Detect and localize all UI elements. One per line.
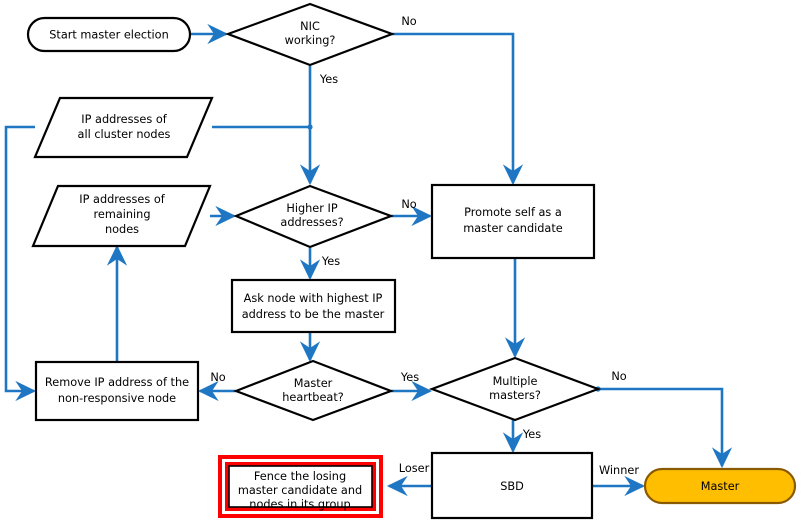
- node-nic-working[interactable]: NIC working?: [224, 2, 396, 67]
- sbd-label: SBD: [500, 480, 524, 493]
- remaining-nodes-line3: nodes: [105, 223, 139, 236]
- master-heartbeat-line1: Master: [294, 377, 333, 390]
- node-higher-ip[interactable]: Higher IP addresses?: [233, 184, 395, 249]
- remove-ip-line1: Remove IP address of the: [45, 376, 189, 389]
- ask-node-line1: Ask node with highest IP: [244, 292, 383, 305]
- remaining-nodes-line2: remaining: [93, 208, 150, 221]
- promote-self-line2: master candidate: [463, 222, 563, 235]
- remove-ip-line2: non-responsive node: [58, 392, 176, 405]
- edge-labels: No Yes No Yes No Yes No Yes Loser Winner: [210, 15, 639, 477]
- connectors: [4, 23, 733, 497]
- edge-label-higher-yes: Yes: [321, 255, 340, 268]
- nic-label-line1: NIC: [300, 20, 320, 33]
- edge-label-nic-yes: Yes: [319, 73, 338, 86]
- edge-label-sbd-loser: Loser: [399, 462, 430, 475]
- multiple-masters-line2: masters?: [489, 389, 541, 402]
- edge-label-sbd-winner: Winner: [599, 464, 639, 477]
- start-terminator-shape: [26, 16, 192, 53]
- edge-label-higher-no: No: [401, 198, 416, 211]
- start-label: Start master election: [49, 29, 169, 42]
- all-cluster-nodes-line1: IP addresses of: [81, 113, 167, 126]
- node-master-heartbeat[interactable]: Master heartbeat?: [232, 359, 395, 422]
- node-sbd[interactable]: SBD: [430, 451, 594, 520]
- edge-label-heartbeat-no: No: [210, 371, 225, 384]
- fence-line1: Fence the losing: [254, 470, 346, 483]
- all-cluster-nodes-line2: all cluster nodes: [78, 128, 171, 141]
- master-heartbeat-shape: [232, 359, 395, 422]
- remove-ip-shape: [34, 360, 200, 422]
- ask-node-line2: address to be the master: [242, 308, 385, 321]
- node-remaining-nodes[interactable]: IP addresses of remaining nodes: [31, 184, 212, 248]
- master-terminator-shape: [643, 467, 797, 505]
- junction-dot-trunk: [307, 124, 313, 130]
- higher-ip-line2: addresses?: [280, 216, 343, 229]
- nic-label-line2: working?: [285, 34, 336, 47]
- fence-line3: nodes in its group: [249, 498, 350, 511]
- ask-node-shape: [230, 278, 397, 334]
- node-start[interactable]: Start master election: [26, 16, 192, 53]
- multiple-masters-shape: [428, 356, 602, 422]
- fence-line2: master candidate and: [238, 484, 362, 497]
- node-fence[interactable]: Fence the losing master candidate and no…: [218, 455, 383, 518]
- master-heartbeat-line2: heartbeat?: [282, 391, 344, 404]
- nic-decision-shape: [224, 2, 396, 67]
- multiple-masters-line1: Multiple: [493, 375, 538, 388]
- remaining-nodes-shape: [31, 184, 212, 248]
- node-promote-self[interactable]: Promote self as a master candidate: [430, 183, 596, 260]
- edge-label-nic-no: No: [401, 15, 416, 28]
- promote-self-shape: [430, 183, 596, 260]
- promote-self-line1: Promote self as a: [464, 206, 562, 219]
- edge-label-heartbeat-yes: Yes: [400, 371, 419, 384]
- master-label: Master: [701, 480, 740, 493]
- node-all-cluster-nodes[interactable]: IP addresses of all cluster nodes: [33, 96, 214, 159]
- node-remove-ip[interactable]: Remove IP address of the non-responsive …: [34, 360, 200, 422]
- higher-ip-decision-shape: [233, 184, 395, 249]
- edge-label-multiple-yes: Yes: [522, 428, 541, 441]
- sbd-shape: [430, 451, 594, 520]
- edge-left-loop-to-remove-ip: [4, 125, 37, 402]
- remaining-nodes-line1: IP addresses of: [79, 193, 165, 206]
- all-cluster-nodes-shape: [33, 96, 214, 159]
- edge-label-multiple-no: No: [611, 370, 626, 383]
- node-master[interactable]: Master: [643, 467, 797, 505]
- node-ask-node[interactable]: Ask node with highest IP address to be t…: [230, 278, 397, 334]
- higher-ip-line1: Higher IP: [286, 202, 337, 215]
- node-multiple-masters[interactable]: Multiple masters?: [428, 356, 602, 422]
- edge-multiple-no-to-master: [598, 387, 733, 469]
- edge-nic-no-to-promote: [392, 32, 524, 186]
- fence-shape: [228, 465, 373, 508]
